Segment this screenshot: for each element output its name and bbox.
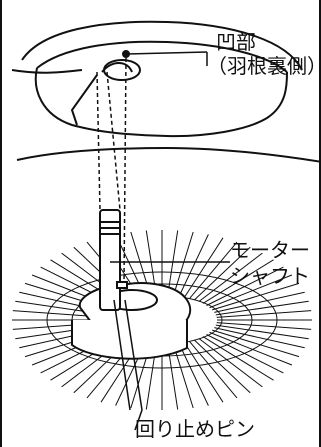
rib-line [214,291,305,313]
rib-line [214,327,305,349]
stop-pin [116,281,128,289]
motor-shaft-label-line2: シャフト [230,264,310,288]
blade-hub-underside [11,20,319,163]
rib-line [212,282,300,311]
rib-line [212,329,300,358]
rib-line [172,231,194,296]
rib-line [172,344,194,409]
rib-line [202,336,274,381]
rib-line [193,246,251,301]
rib-line [183,342,224,403]
recess-label: 凹部 [216,30,256,54]
motor-shaft-label-line1: モーター [230,238,310,262]
rib-line [189,341,238,399]
rib-line [198,338,263,388]
leader-lines [110,51,230,431]
hub-nut [71,282,192,360]
alignment-lines [96,57,127,283]
rib-line [189,241,238,299]
rib-line [178,234,209,297]
motor-shaft [99,209,121,311]
rib-line [178,343,209,406]
rib-line [193,339,251,394]
recess-sublabel: （羽根裏側） [207,54,321,78]
rib-line [198,252,263,302]
rib-line [209,331,293,366]
stop-pin-label: 回り止めピン [135,417,255,441]
rib-line [216,310,312,318]
rib-line [215,324,309,340]
rib-line [216,322,312,330]
rib-line [202,259,274,304]
rib-line [215,300,309,316]
rib-line [209,274,293,309]
rib-line [183,237,224,298]
